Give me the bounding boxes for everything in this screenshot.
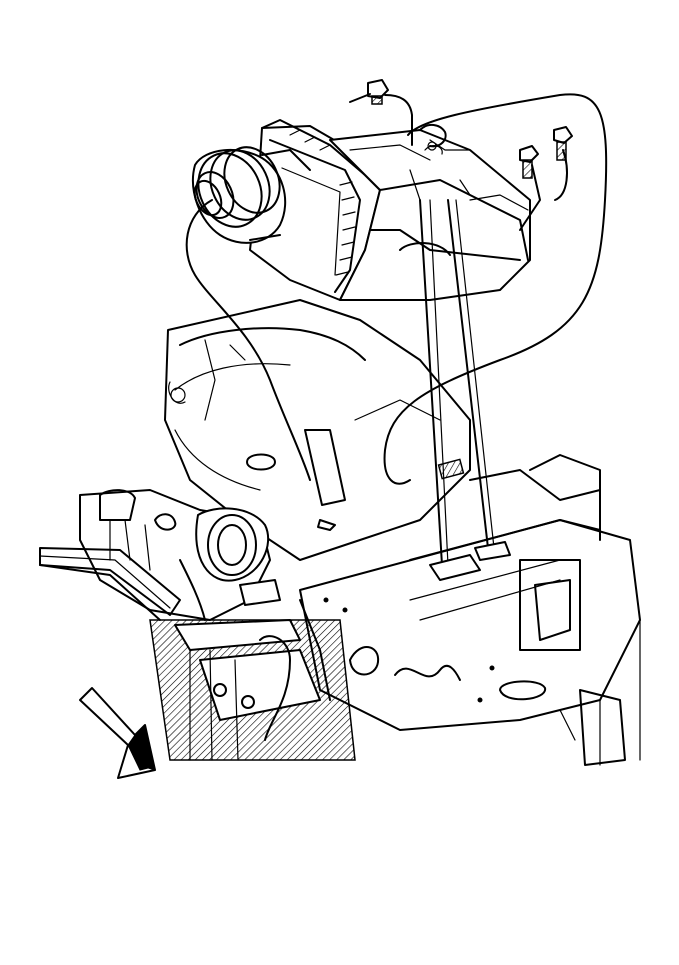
air-cleaner-housing [249,119,531,301]
guide-lines [185,93,608,566]
engine-block [164,299,471,561]
mounting-stud [429,458,511,581]
throttle-body [39,489,356,761]
front-direction-arrow [79,687,156,779]
housing-bolt-right-b [553,126,573,161]
housing-bolt-right-a [519,145,539,179]
housing-bolt-left [349,79,389,105]
intake-duct [191,146,311,244]
